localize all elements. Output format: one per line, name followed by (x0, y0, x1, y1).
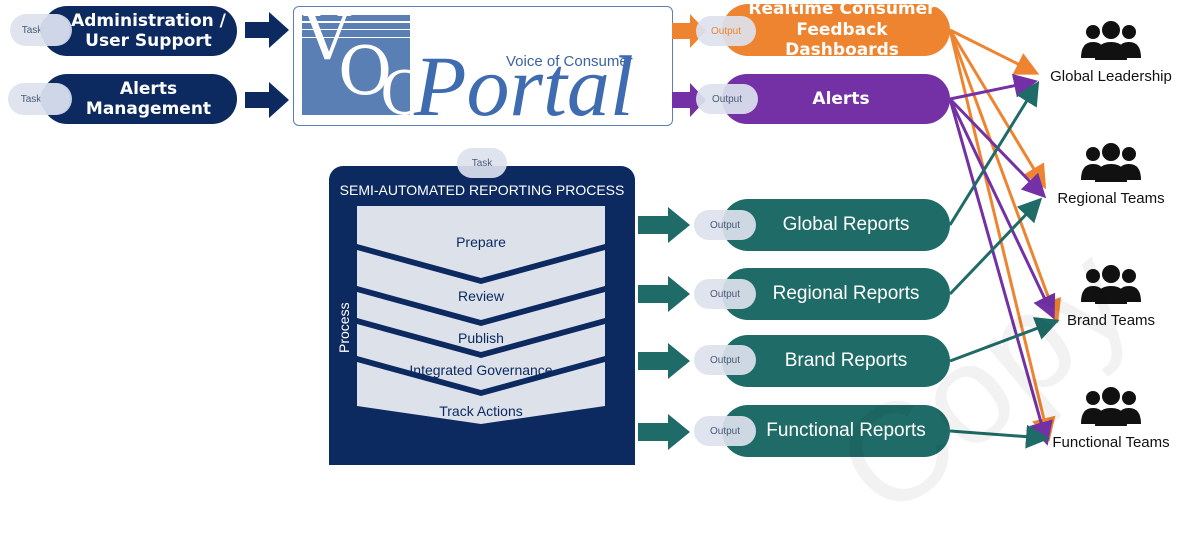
people-group-icon (1081, 387, 1141, 426)
output-label: Realtime Consumer Feedback Dashboards (748, 0, 936, 61)
logo-letter-c: C (380, 59, 426, 126)
reporting-process-panel: SEMI-AUTOMATED REPORTING PROCESS Process… (329, 166, 635, 465)
block-arrow (638, 207, 690, 243)
connector-purple (948, 97, 1047, 199)
audience-label: Functional Teams (1052, 434, 1170, 451)
process-title: SEMI-AUTOMATED REPORTING PROCESS (339, 182, 625, 198)
audience-global-leadership: Global Leadership (1036, 18, 1186, 85)
output-badge: Output (696, 16, 756, 46)
audience-label: Regional Teams (1057, 190, 1165, 207)
task-administration-user-support: Administration / User Support (42, 6, 237, 56)
connector-orange (948, 29, 1056, 442)
audience-label: Global Leadership (1050, 68, 1172, 85)
connector-teal (949, 317, 1060, 363)
logo-tagline: Voice of Consumer (506, 53, 633, 70)
block-arrow (638, 414, 690, 450)
connector-orange (948, 29, 1062, 324)
output-badge: Output (694, 210, 756, 240)
audience-label: Brand Teams (1066, 312, 1156, 329)
audience-functional-teams: Functional Teams (1036, 384, 1186, 451)
output-label: Brand Reports (784, 349, 908, 371)
process-chevron-stack (357, 206, 605, 424)
block-arrow (245, 82, 289, 118)
block-arrow (638, 343, 690, 379)
output-badge: Output (696, 84, 758, 114)
output-functional-reports: Functional Reports (722, 405, 950, 457)
connector-teal (948, 197, 1043, 296)
task-label: Administration / User Support (71, 10, 226, 51)
logo-letter-v: V (304, 6, 351, 75)
output-regional-reports: Regional Reports (722, 268, 950, 320)
task-alerts-management: Alerts Management (42, 74, 237, 124)
people-group-icon (1081, 21, 1141, 60)
bubble-circle (40, 14, 72, 46)
connector-purple (948, 98, 1056, 320)
block-arrow (638, 276, 690, 312)
bubble-circle (40, 83, 72, 115)
stage-prepare: Prepare (456, 234, 506, 250)
connector-orange (948, 29, 1047, 190)
stage-publish: Publish (458, 330, 504, 346)
logo-letter-o: O (338, 33, 393, 110)
logo-monogram-block (302, 15, 410, 115)
output-global-reports: Global Reports (722, 199, 950, 251)
logo-portal-word: Portal (414, 38, 634, 126)
output-badge: Output (694, 345, 756, 375)
connector-teal (948, 80, 1040, 226)
voc-portal-logo: V O C Voice of Consumer Portal (293, 6, 673, 126)
output-label: Regional Reports (772, 282, 920, 304)
task-label: Alerts Management (85, 78, 212, 119)
output-badge: Output (694, 279, 756, 309)
audience-brand-teams: Brand Teams (1036, 262, 1186, 329)
block-arrow (245, 12, 289, 48)
stage-track-actions: Track Actions & Improvements (430, 403, 532, 436)
connector-arrows (948, 28, 1062, 449)
connector-teal (949, 424, 1050, 449)
people-group-icon (1081, 265, 1141, 304)
connector-orange (949, 28, 1040, 75)
output-label: Alerts (812, 88, 870, 109)
output-alerts: Alerts (722, 74, 950, 124)
connector-purple (948, 98, 1053, 446)
stage-review: Review (458, 288, 504, 304)
output-badge: Output (694, 416, 756, 446)
stage-integrated-governance: Integrated Governance (409, 362, 553, 378)
audience-regional-teams: Regional Teams (1036, 140, 1186, 207)
people-group-icon (1081, 143, 1141, 182)
output-brand-reports: Brand Reports (722, 335, 950, 387)
output-label: Global Reports (782, 213, 910, 235)
process-task-badge: Task (457, 148, 507, 178)
output-realtime-dashboards: Realtime Consumer Feedback Dashboards (722, 0, 950, 60)
output-label: Functional Reports (766, 419, 926, 441)
